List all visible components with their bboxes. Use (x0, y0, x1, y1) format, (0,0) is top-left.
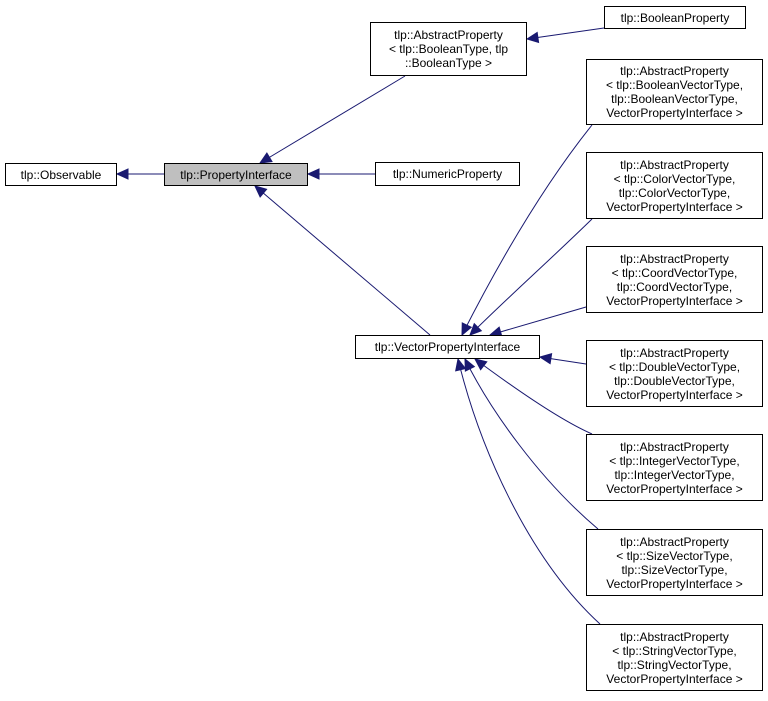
inheritance-edge-abstract-property-size-vector (464, 358, 599, 530)
node-label: VectorPropertyInterface > (606, 576, 743, 591)
node-label: tlp::NumericProperty (392, 167, 503, 181)
node-label: VectorPropertyInterface > (606, 671, 743, 686)
arrowhead-property-interface (306, 168, 320, 180)
node-label: VectorPropertyInterface > (606, 199, 743, 214)
node-label: tlp::IntegerVectorType, (614, 467, 735, 482)
arrowhead-vector-property-interface (461, 322, 473, 337)
arrowhead-vector-property-interface (474, 358, 488, 371)
node-label: tlp::AbstractProperty (620, 629, 729, 644)
arrowhead-vector-property-interface (538, 353, 553, 365)
node-label: tlp::AbstractProperty (620, 64, 729, 78)
node-label: tlp::AbstractProperty (620, 439, 729, 454)
node-abstract-property-boolean[interactable]: tlp::AbstractProperty < tlp::BooleanType… (370, 22, 527, 76)
inheritance-edge-boolean-property (526, 27, 605, 40)
node-abstract-property-double-vector[interactable]: tlp::AbstractProperty < tlp::DoubleVecto… (586, 340, 763, 407)
node-label: VectorPropertyInterface > (606, 106, 743, 120)
node-label: tlp::AbstractProperty (620, 534, 729, 549)
arrowhead-abstract-property-boolean (525, 31, 540, 44)
inheritance-edges (115, 27, 605, 625)
arrowhead-property-interface (258, 152, 273, 164)
node-label: tlp::DoubleVectorType, (614, 373, 735, 388)
inheritance-edge-abstract-property-color-vector (469, 218, 593, 336)
arrowhead-vector-property-interface (469, 322, 483, 336)
node-label: < tlp::SizeVectorType, (616, 548, 733, 563)
inheritance-edge-abstract-property-integer-vector (474, 358, 593, 435)
node-label: < tlp::CoordVectorType, (611, 265, 738, 280)
node-abstract-property-coord-vector[interactable]: tlp::AbstractProperty < tlp::CoordVector… (586, 246, 763, 313)
node-label: < tlp::BooleanType, tlp (388, 42, 509, 56)
node-abstract-property-color-vector[interactable]: tlp::AbstractProperty < tlp::ColorVector… (586, 152, 763, 219)
node-abstract-property-boolean-vector[interactable]: tlp::AbstractProperty < tlp::BooleanVect… (586, 59, 763, 125)
node-label: tlp::BooleanVectorType, (611, 92, 738, 106)
inheritance-edge-abstract-property-string-vector (457, 358, 601, 625)
node-label: tlp::PropertyInterface (180, 167, 292, 182)
node-label: tlp::AbstractProperty (394, 28, 503, 42)
node-label: VectorPropertyInterface > (606, 481, 743, 496)
node-vector-property-interface[interactable]: tlp::VectorPropertyInterface (355, 335, 540, 359)
node-label: tlp::VectorPropertyInterface (374, 340, 521, 354)
node-label: tlp::SizeVectorType, (621, 562, 728, 577)
node-label: ::BooleanType > (404, 56, 493, 70)
node-abstract-property-string-vector[interactable]: tlp::AbstractProperty < tlp::StringVecto… (586, 624, 763, 691)
node-numeric-property[interactable]: tlp::NumericProperty (375, 162, 520, 186)
node-label: tlp::CoordVectorType, (616, 279, 733, 294)
node-label: tlp::ColorVectorType, (618, 185, 731, 200)
node-label: < tlp::BooleanVectorType, (605, 78, 744, 92)
node-label: < tlp::ColorVectorType, (613, 171, 736, 186)
arrowhead-property-interface (254, 185, 268, 198)
node-label: tlp::AbstractProperty (620, 345, 729, 360)
arrowhead-vector-property-interface (455, 357, 467, 372)
node-label: tlp::AbstractProperty (620, 157, 729, 172)
inheritance-edge-abstract-property-coord-vector (489, 306, 587, 336)
node-label: tlp::BooleanProperty (620, 10, 730, 25)
node-boolean-property[interactable]: tlp::BooleanProperty (604, 6, 746, 29)
inheritance-edge-abstract-property-boolean-vector (461, 124, 593, 336)
node-observable[interactable]: tlp::Observable (5, 163, 117, 186)
node-abstract-property-size-vector[interactable]: tlp::AbstractProperty < tlp::SizeVectorT… (586, 529, 763, 596)
node-label: < tlp::StringVectorType, (612, 643, 737, 658)
arrowhead-vector-property-interface (464, 357, 476, 372)
node-label: < tlp::DoubleVectorType, (608, 359, 741, 374)
node-label: tlp::StringVectorType, (617, 657, 732, 672)
arrowhead-observable (115, 168, 129, 180)
inheritance-edge-vector-property-interface (254, 185, 431, 336)
node-label: < tlp::IntegerVectorType, (609, 453, 740, 468)
node-label: tlp::AbstractProperty (620, 251, 729, 266)
node-label: VectorPropertyInterface > (606, 387, 743, 402)
node-label: tlp::Observable (20, 167, 102, 182)
node-property-interface: tlp::PropertyInterface (164, 163, 308, 186)
node-abstract-property-integer-vector[interactable]: tlp::AbstractProperty < tlp::IntegerVect… (586, 434, 763, 501)
node-label: VectorPropertyInterface > (606, 293, 743, 308)
inheritance-edge-abstract-property-boolean (259, 75, 406, 164)
